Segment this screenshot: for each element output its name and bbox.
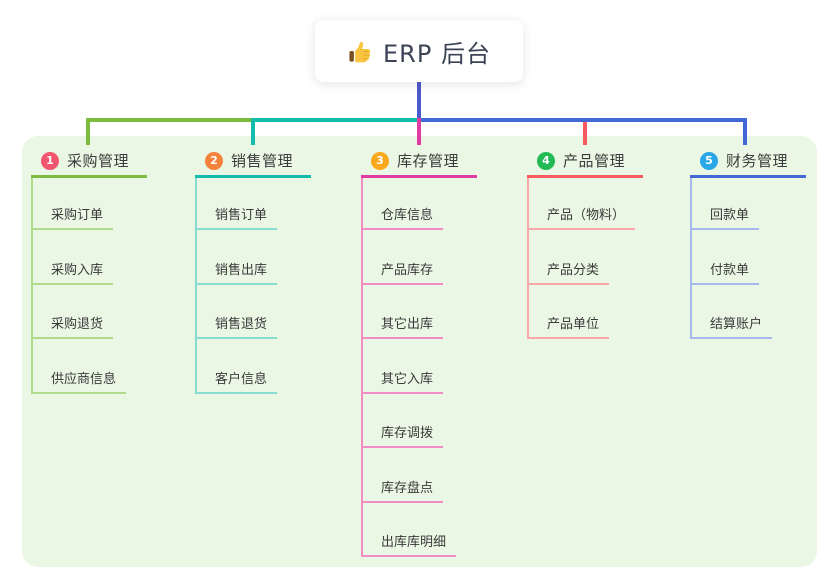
child-node-label: 供应商信息	[33, 368, 127, 394]
branch-title: 财务管理	[726, 152, 789, 170]
child-node[interactable]: 库存盘点	[363, 448, 456, 503]
child-node[interactable]: 销售退货	[197, 285, 278, 339]
child-node-label: 销售出库	[197, 259, 278, 285]
child-node-label: 采购订单	[33, 204, 114, 230]
child-node[interactable]: 供应商信息	[33, 339, 127, 394]
connector-bus-purchase	[86, 118, 255, 122]
child-node-label: 采购入库	[33, 259, 114, 285]
branch-2: 2 销售管理 销售订单 销售出库 销售退货 客户信息	[195, 146, 311, 394]
child-node[interactable]: 其它出库	[363, 285, 456, 339]
child-node-label: 库存盘点	[363, 477, 444, 503]
child-node[interactable]: 销售出库	[197, 230, 278, 285]
child-node[interactable]: 仓库信息	[363, 178, 456, 230]
branch-4: 4 产品管理 产品（物料） 产品分类 产品单位	[527, 146, 643, 339]
child-node-label: 采购退货	[33, 313, 114, 339]
child-node[interactable]: 出库库明细	[363, 503, 457, 557]
branch-5: 5 财务管理 回款单 付款单 结算账户	[690, 146, 806, 339]
branch-children: 销售订单 销售出库 销售退货 客户信息	[195, 178, 278, 394]
child-node-label: 结算账户	[692, 313, 773, 339]
child-node[interactable]: 付款单	[692, 230, 772, 285]
child-node[interactable]: 结算账户	[692, 285, 773, 339]
connector-bus-sales	[255, 118, 417, 122]
child-node-label: 付款单	[692, 259, 760, 285]
child-node-label: 仓库信息	[363, 204, 444, 230]
child-node[interactable]: 客户信息	[197, 339, 278, 394]
child-node-label: 客户信息	[197, 368, 278, 394]
branch-number-badge: 2	[205, 151, 223, 170]
branch-children: 仓库信息 产品库存 其它出库 其它入库 库存调拨 库存盘点 出库库明细	[361, 178, 457, 557]
child-node-label: 库存调拨	[363, 422, 444, 448]
child-node-label: 出库库明细	[363, 531, 457, 557]
branch-heading[interactable]: 5 财务管理	[690, 146, 806, 178]
child-node[interactable]: 产品（物料）	[529, 178, 636, 230]
branch-title: 销售管理	[231, 152, 294, 170]
branch-number-badge: 4	[537, 151, 555, 170]
branch-number-badge: 3	[371, 151, 389, 170]
thumbs-up-icon	[347, 38, 373, 64]
child-node[interactable]: 采购入库	[33, 230, 126, 285]
branch-title: 库存管理	[397, 152, 460, 170]
child-node[interactable]: 产品单位	[529, 285, 635, 339]
child-node[interactable]: 产品分类	[529, 230, 635, 285]
child-node-label: 其它入库	[363, 368, 444, 394]
child-node[interactable]: 其它入库	[363, 339, 456, 394]
connector-drop-sales	[251, 118, 255, 145]
child-node-label: 产品单位	[529, 313, 610, 339]
child-node[interactable]: 库存调拨	[363, 394, 456, 448]
connector-drop-finance	[743, 118, 747, 145]
connector-drop-product	[583, 122, 587, 145]
connector-drop-inventory	[417, 118, 421, 145]
connector-bus-finance	[421, 118, 747, 122]
child-node-label: 产品（物料）	[529, 204, 636, 230]
child-node[interactable]: 采购订单	[33, 178, 126, 230]
branch-children: 采购订单 采购入库 采购退货 供应商信息	[31, 178, 127, 394]
branch-heading[interactable]: 3 库存管理	[361, 146, 477, 178]
connector-root-drop	[417, 81, 421, 120]
branch-heading[interactable]: 2 销售管理	[195, 146, 311, 178]
branch-title: 采购管理	[67, 152, 130, 170]
child-node[interactable]: 采购退货	[33, 285, 126, 339]
child-node[interactable]: 产品库存	[363, 230, 456, 285]
child-node-label: 产品库存	[363, 259, 444, 285]
child-node-label: 销售退货	[197, 313, 278, 339]
branch-heading[interactable]: 1 采购管理	[31, 146, 147, 178]
child-node-label: 产品分类	[529, 259, 610, 285]
branches-background-panel	[22, 136, 817, 567]
branch-title: 产品管理	[563, 152, 626, 170]
child-node-label: 其它出库	[363, 313, 444, 339]
child-node[interactable]: 销售订单	[197, 178, 278, 230]
branch-number-badge: 1	[41, 151, 59, 170]
root-node-label: ERP 后台	[383, 39, 491, 68]
child-node-label: 回款单	[692, 204, 760, 230]
root-node[interactable]: ERP 后台	[315, 20, 523, 82]
branch-children: 回款单 付款单 结算账户	[690, 178, 773, 339]
branch-heading[interactable]: 4 产品管理	[527, 146, 643, 178]
child-node-label: 销售订单	[197, 204, 278, 230]
branch-children: 产品（物料） 产品分类 产品单位	[527, 178, 636, 339]
branch-3: 3 库存管理 仓库信息 产品库存 其它出库 其它入库 库存调拨 库存盘点 出库库…	[361, 146, 477, 557]
child-node[interactable]: 回款单	[692, 178, 772, 230]
branch-1: 1 采购管理 采购订单 采购入库 采购退货 供应商信息	[31, 146, 147, 394]
branch-number-badge: 5	[700, 151, 718, 170]
connector-drop-purchase	[86, 118, 90, 145]
